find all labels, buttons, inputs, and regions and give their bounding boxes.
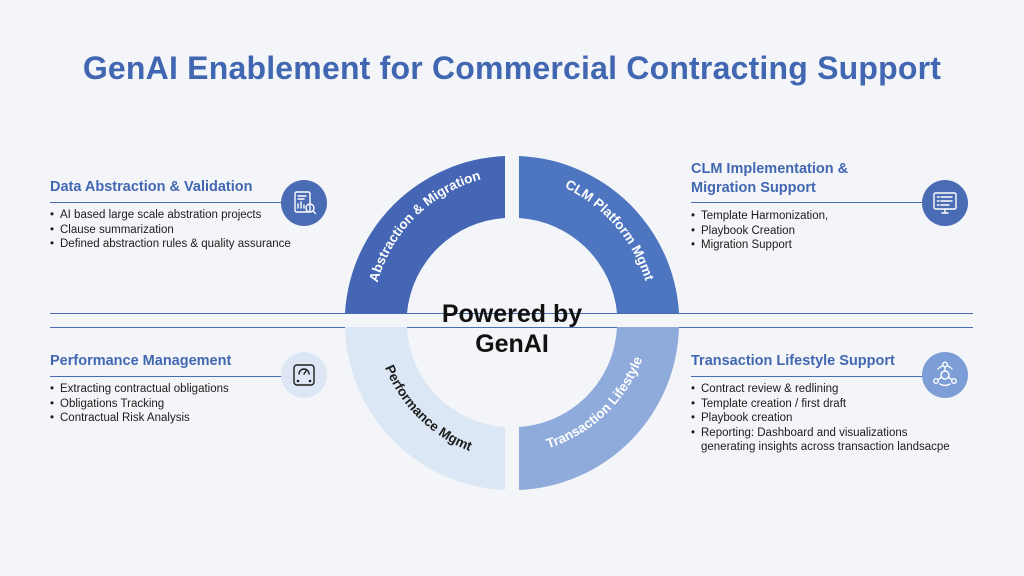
list-item: Clause summarization (50, 223, 310, 238)
panel-heading: Data Abstraction & Validation (50, 179, 253, 195)
list-item: Template Harmonization, (691, 209, 951, 224)
segment-performance-mgmt (345, 327, 505, 490)
panel-clm-implementation: CLM Implementation & Migration Support T… (691, 160, 951, 253)
panel-heading: Performance Management (50, 353, 232, 369)
list-item: Migration Support (691, 238, 951, 253)
divider-line-top (50, 313, 973, 314)
panel-bullet-list: AI based large scale abstration projects… (50, 208, 310, 252)
list-item: Contract review & redlining (691, 382, 981, 397)
list-item: Extracting contractual obligations (50, 382, 310, 397)
list-item: Defined abstraction rules & quality assu… (50, 237, 310, 252)
page-title: GenAI Enablement for Commercial Contract… (82, 50, 942, 86)
panel-bullet-list: Template Harmonization, Playbook Creatio… (691, 209, 951, 253)
panel-bullet-list: Extracting contractual obligations Oblig… (50, 382, 310, 426)
panel-underline (691, 202, 923, 203)
list-item: Reporting: Dashboard and visualizations (691, 426, 981, 441)
monitor-checklist-icon (922, 180, 968, 226)
list-item: Playbook creation (691, 411, 981, 426)
panel-heading-line2: Migration Support (691, 180, 816, 196)
list-item: Obligations Tracking (50, 397, 310, 412)
segment-transaction-lifestyle (519, 327, 679, 490)
panel-underline (50, 202, 282, 203)
divider-line-bottom (50, 327, 973, 328)
list-item: Contractual Risk Analysis (50, 411, 310, 426)
center-label-line2: GenAI (475, 330, 549, 358)
panel-heading: Transaction Lifestyle Support (691, 353, 895, 369)
panel-performance-management: Performance Management Extracting contra… (50, 352, 310, 426)
panel-transaction-lifestyle: Transaction Lifestyle Support Contract r… (691, 352, 981, 455)
segment-clm-platform-mgmt (519, 156, 679, 313)
panel-data-abstraction: Data Abstraction & Validation AI based l… (50, 178, 310, 252)
segment-abstraction-migration (345, 156, 505, 313)
list-item: Template creation / first draft (691, 397, 981, 412)
panel-heading-line1: CLM Implementation & (691, 161, 849, 177)
scale-gauge-icon (281, 352, 327, 398)
list-item: generating insights across transaction l… (701, 441, 950, 453)
network-cycle-icon (922, 352, 968, 398)
list-item: Playbook Creation (691, 224, 951, 239)
document-analytics-icon (281, 180, 327, 226)
list-item: AI based large scale abstration projects (50, 208, 310, 223)
center-label-line1: Powered by (442, 300, 582, 328)
panel-underline (691, 376, 923, 377)
panel-bullet-list: Contract review & redlining Template cre… (691, 382, 981, 455)
panel-underline (50, 376, 282, 377)
